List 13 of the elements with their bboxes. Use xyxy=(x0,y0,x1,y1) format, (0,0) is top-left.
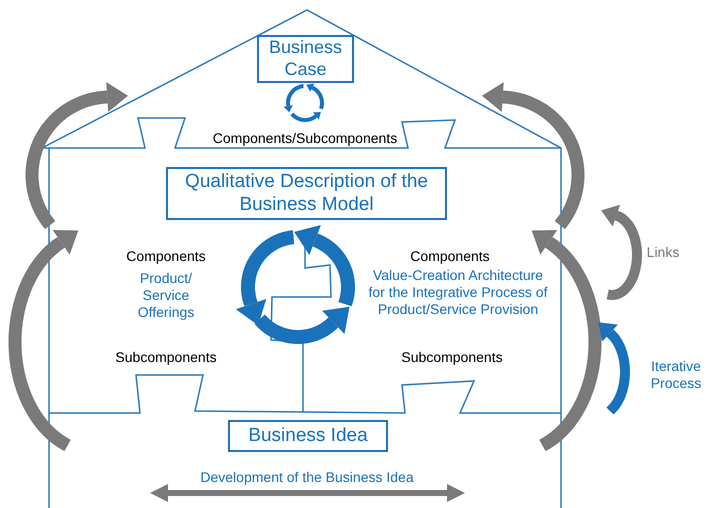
component-label: Product/ Service Offerings xyxy=(136,270,196,320)
legend-label: Links xyxy=(646,244,680,261)
title-box: Business Case xyxy=(257,35,354,83)
section-label: Components xyxy=(409,248,491,265)
section-label: Subcomponents xyxy=(114,349,218,366)
component-label: Value-Creation Architecture for the Integrative Process of Product/Service Provision xyxy=(368,267,548,318)
legend-label: Iterative Process xyxy=(650,358,702,392)
section-label: Components/Subcomponents xyxy=(212,130,398,147)
axis-label: Development of the Business Idea xyxy=(199,469,415,486)
title-box: Business Idea xyxy=(228,420,388,452)
section-label: Subcomponents xyxy=(400,349,504,366)
section-label: Components xyxy=(125,248,207,265)
title-box: Qualitative Description of the Business Model xyxy=(166,167,447,220)
